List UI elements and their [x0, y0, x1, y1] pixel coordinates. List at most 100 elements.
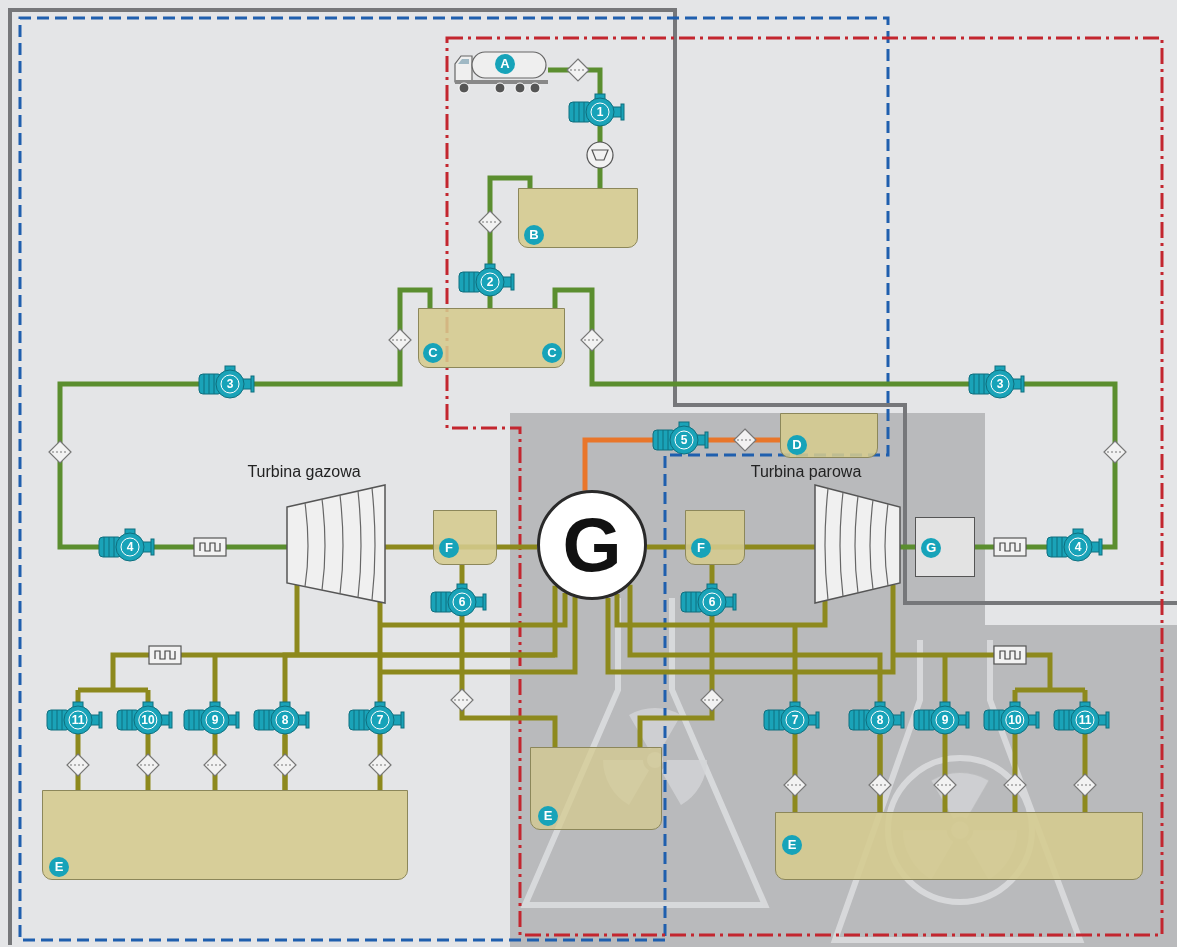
drawing-part: [581, 329, 603, 351]
drawing-part: [849, 702, 904, 734]
storage-tank: B: [518, 188, 638, 248]
drawing-part: [764, 702, 819, 734]
callout-number: 11: [1076, 711, 1095, 730]
drawing-part: [287, 485, 385, 603]
drawing-part: [204, 754, 226, 776]
drawing-part: [117, 702, 172, 734]
drawing-part: [934, 774, 956, 796]
tanker-truck: A: [452, 48, 548, 94]
drawing-part: [525, 598, 765, 905]
callout-number: 4: [121, 538, 140, 557]
drawing-part: [137, 754, 159, 776]
drawing-part: [67, 754, 89, 776]
drawing-part: [784, 774, 806, 796]
drawing-part: [49, 441, 71, 463]
drawing-part: [1104, 441, 1126, 463]
drawing-part: [389, 329, 411, 351]
drawing-part: [349, 702, 404, 734]
callout-letter: E: [782, 835, 802, 855]
drawing-part: [479, 211, 501, 233]
drawing-part: [458, 59, 469, 64]
drawing-part: [567, 59, 589, 81]
drawing-part: [459, 83, 469, 93]
drawing-part: [869, 774, 891, 796]
callout-number: 1: [591, 103, 610, 122]
callout-letter: E: [538, 806, 558, 826]
oil-tank: D: [780, 413, 878, 458]
scope-boundary: [10, 10, 1177, 945]
generator-letter: G: [562, 507, 621, 583]
pumps: [47, 94, 1109, 734]
drawing-part: [305, 488, 375, 600]
drawing-part: [530, 83, 540, 93]
scope-boundary: [447, 38, 1162, 935]
gas-turbine: [287, 485, 385, 603]
drawing-part: [1004, 774, 1026, 796]
callout-number: 9: [936, 711, 955, 730]
drawing-part: [815, 485, 900, 603]
drawing-part: [199, 366, 254, 398]
drawing-part: [681, 584, 736, 616]
steam-turbine: [815, 485, 900, 603]
oil-tank: E: [42, 790, 408, 880]
callout-number: 5: [675, 431, 694, 450]
callout-letter: C: [423, 343, 443, 363]
drawing-part: [969, 366, 1024, 398]
scope-boundary: [20, 18, 888, 940]
bearing-tank: F: [433, 510, 497, 565]
callout-number: 4: [1069, 538, 1088, 557]
drawing-part: [1054, 702, 1109, 734]
drawing-part: [587, 142, 613, 168]
drawing-part: [47, 702, 102, 734]
drawing-part: [608, 585, 893, 672]
pipe-connector: [548, 70, 600, 188]
drawing-part: [451, 689, 473, 711]
drawing-part: [900, 545, 915, 550]
drawing-part: [569, 94, 624, 126]
tanker-truck: [455, 52, 548, 93]
callout-letter: F: [439, 538, 459, 558]
drawing-part: [653, 422, 708, 454]
drawing-part: [994, 538, 1026, 556]
drawing-part: [274, 754, 296, 776]
drawing-part: [835, 640, 1080, 940]
callout-number: 7: [786, 711, 805, 730]
oil-tank: E: [775, 812, 1143, 880]
bearing-tank: F: [685, 510, 745, 565]
drawing-part: [295, 585, 300, 655]
callout-number: 11: [69, 711, 88, 730]
drawing-part: [825, 488, 888, 600]
equipment-label: Turbina parowa: [751, 463, 862, 481]
filters: [49, 59, 1126, 796]
drawing-part: [1047, 529, 1102, 561]
callout-letter: C: [542, 343, 562, 363]
drawing-part: [184, 702, 239, 734]
drawing-part: [380, 597, 575, 672]
callout-letter: G: [921, 538, 941, 558]
drawing-part: [254, 702, 309, 734]
equipment-label: Turbina gazowa: [247, 463, 360, 481]
drawing-part: [459, 264, 514, 296]
callout-letter: B: [524, 225, 544, 245]
drawing-part: [495, 83, 505, 93]
callout-number: 6: [703, 593, 722, 612]
drawing-part: [515, 83, 525, 93]
drawing-part: [78, 655, 555, 790]
pipe-connector: [285, 586, 555, 790]
callout-number: 8: [276, 711, 295, 730]
drawing-part: [431, 584, 486, 616]
condenser-box: G: [915, 517, 975, 577]
callout-number: 2: [481, 273, 500, 292]
drawing-part: [455, 56, 472, 82]
drawing-part: [194, 538, 226, 556]
drawing-part: [1074, 774, 1096, 796]
callout-letter: D: [787, 435, 807, 455]
callout-number: 6: [453, 593, 472, 612]
drawing-part: [472, 52, 546, 78]
drawing-part: [893, 655, 1085, 812]
callout-number: 3: [991, 375, 1010, 394]
oil-tank: E: [530, 747, 662, 830]
drawing-part: [994, 646, 1026, 664]
callout-letter: A: [495, 54, 515, 74]
